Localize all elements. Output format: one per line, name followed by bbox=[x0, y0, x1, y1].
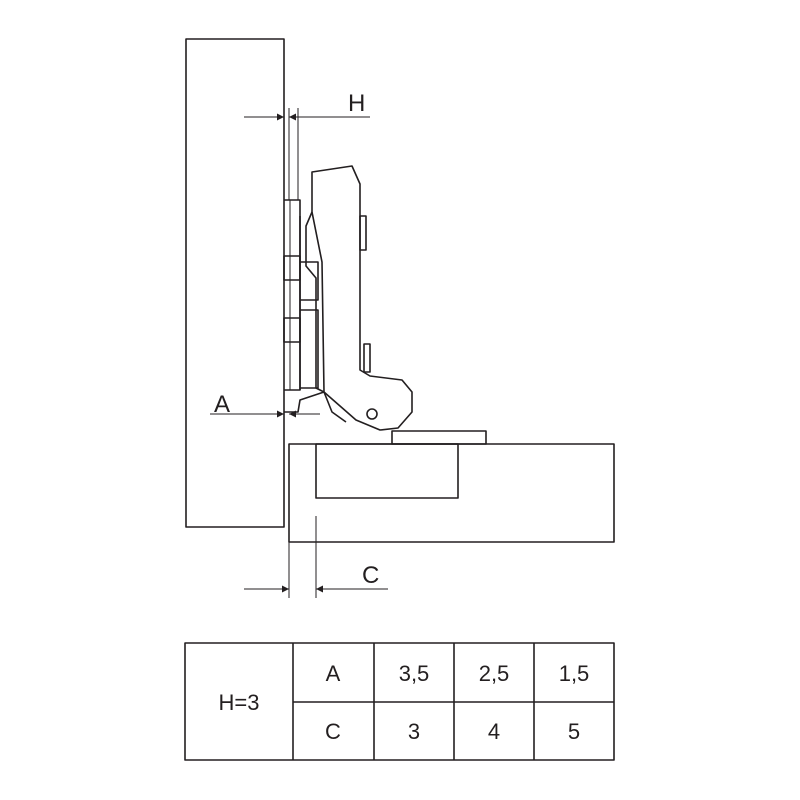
hinge-arm bbox=[284, 165, 413, 431]
table-cell-c-1: 3 bbox=[408, 719, 420, 744]
a-dimension-label: A bbox=[214, 391, 230, 418]
table-row-a-label: A bbox=[326, 661, 341, 686]
cabinet-panel bbox=[288, 443, 615, 543]
table-cell-a-2: 2,5 bbox=[479, 661, 510, 686]
table-row-c-label: C bbox=[325, 719, 341, 744]
table-cell-c-2: 4 bbox=[488, 719, 500, 744]
a-dimension: A bbox=[210, 391, 320, 418]
c-dimension-label: C bbox=[362, 562, 379, 589]
h-dimension: H bbox=[244, 90, 370, 121]
table-cell-a-3: 1,5 bbox=[559, 661, 590, 686]
table-h-value: H=3 bbox=[219, 690, 260, 715]
c-dimension: C bbox=[244, 516, 388, 598]
door-panel bbox=[185, 38, 285, 528]
mounting-plate bbox=[391, 430, 487, 445]
table-cell-a-1: 3,5 bbox=[399, 661, 430, 686]
dimension-table: H=3 A 3,5 2,5 1,5 C 3 4 5 bbox=[184, 642, 615, 761]
cup-recess bbox=[315, 443, 459, 499]
h-dimension-label: H bbox=[348, 90, 365, 117]
table-cell-c-3: 5 bbox=[568, 719, 580, 744]
hinge-cup bbox=[283, 199, 319, 391]
